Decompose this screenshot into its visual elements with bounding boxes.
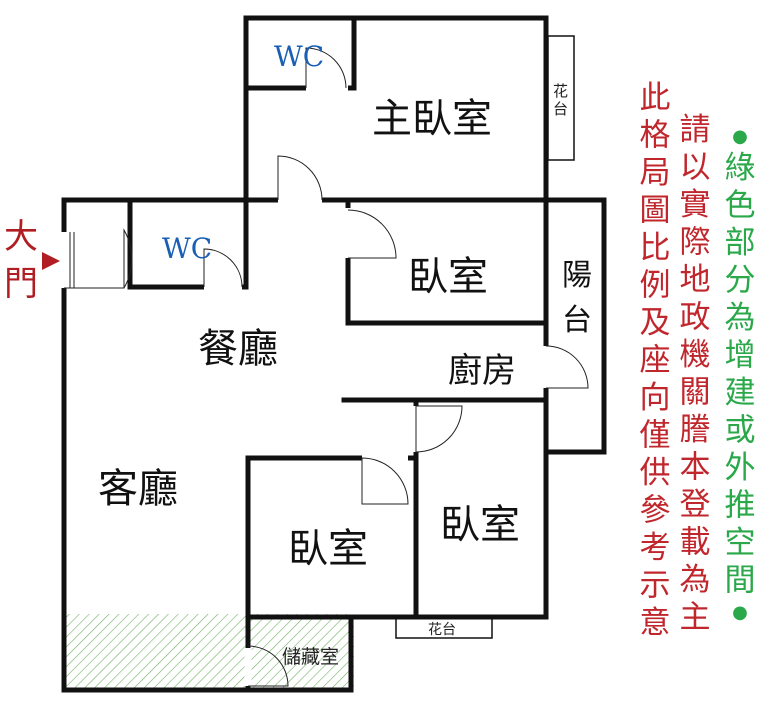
- bedroom-top-label: 臥室: [408, 254, 488, 300]
- master-bedroom-label: 主臥室: [372, 96, 492, 142]
- balcony-label-2: 台: [562, 303, 592, 338]
- wc-top-label: WC: [274, 40, 324, 73]
- note-green-char: 外: [725, 450, 756, 486]
- note-green-bullet-bottom: ●: [732, 602, 748, 623]
- note-green-char: 色: [725, 188, 756, 224]
- planter-right-label-2: 台: [553, 100, 568, 118]
- note-red-1-char: 謄: [680, 412, 711, 448]
- note-red-2-char: 意: [640, 605, 671, 641]
- note-red-1-char: 請: [680, 112, 711, 148]
- note-green-char: 分: [725, 263, 756, 299]
- note-red-2-char: 向: [640, 380, 671, 416]
- note-green-char: 綠: [725, 150, 756, 186]
- note-red-2-char: 僅: [640, 418, 671, 454]
- door-swings: [64, 47, 589, 687]
- kitchen-label: 廚房: [448, 351, 516, 391]
- note-red-2-char: 示: [640, 568, 671, 604]
- note-red-1-char: 實: [680, 187, 711, 223]
- outer-walls: [61, 15, 607, 693]
- note-red-2-char: 局: [640, 155, 671, 191]
- note-green-char: 推: [725, 488, 756, 524]
- note-red-1-char: 關: [680, 375, 711, 411]
- note-green-char: 空: [725, 525, 756, 561]
- note-red-2-char: 供: [640, 455, 671, 491]
- note-green-char: 部: [725, 225, 756, 261]
- note-red-2-char: 此: [640, 80, 671, 116]
- note-green-bullet-top: ●: [732, 126, 748, 147]
- note-red-1-char: 為: [680, 562, 711, 598]
- note-green-char: 建: [725, 375, 756, 411]
- note-red-1-char: 本: [680, 450, 711, 486]
- note-red-1-char: 以: [680, 150, 711, 186]
- note-red-2-char: 例: [640, 268, 671, 304]
- note-green-char: 或: [725, 413, 756, 449]
- living-label: 客廳: [98, 466, 178, 512]
- bedroom-bottom-right-label: 臥室: [440, 502, 520, 548]
- wc-mid-label: WC: [162, 232, 212, 265]
- planter-bottom-label: 花台: [428, 622, 456, 638]
- note-red-1-char: 登: [680, 487, 711, 523]
- planter-right-box: [547, 35, 575, 161]
- planter-right-label-1: 花: [553, 82, 568, 100]
- note-red-1-char: 地: [680, 262, 711, 298]
- note-red-1-char: 機: [680, 337, 711, 373]
- entrance-arrow: [42, 252, 60, 270]
- note-red-1-char: 政: [680, 300, 711, 336]
- note-red-2-char: 格: [640, 118, 671, 154]
- extension-hatch-area: [64, 614, 354, 690]
- entrance-label-1: 大: [4, 217, 38, 257]
- note-red-1-char: 主: [680, 600, 711, 636]
- balcony-label-1: 陽: [562, 258, 592, 293]
- note-red-2-char: 座: [640, 343, 671, 379]
- note-green-char: 間: [725, 563, 756, 599]
- note-red-2-char: 考: [640, 530, 671, 566]
- note-red-2-char: 及: [640, 305, 671, 341]
- entrance-label-2: 門: [4, 264, 38, 304]
- note-red-2-char: 比: [640, 230, 671, 266]
- dining-label: 餐廳: [198, 326, 278, 372]
- note-red-2-char: 參: [640, 493, 671, 529]
- planter-bottom-box: [395, 617, 493, 639]
- note-green-char: 為: [725, 300, 756, 336]
- note-red-1-char: 際: [680, 225, 711, 261]
- note-green-char: 增: [725, 338, 756, 374]
- storage-label: 儲藏室: [282, 646, 339, 668]
- note-red-1-char: 載: [680, 525, 711, 561]
- note-red-2-char: 圖: [640, 193, 671, 229]
- bedroom-bottom-left-label: 臥室: [288, 526, 368, 572]
